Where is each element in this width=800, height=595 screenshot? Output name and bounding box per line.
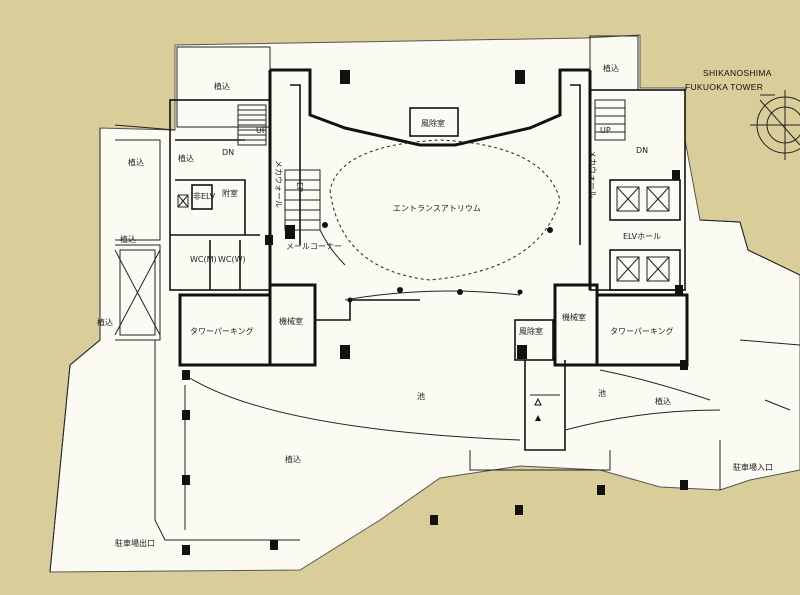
label-pond-right: 池 [598,388,606,398]
label-tower-parking-left: タワーパーキング [190,326,254,336]
pond-curves [184,369,721,530]
label-planting-top-right: 植込 [603,63,619,73]
label-mecha-wall-right: メカウォール [588,150,597,198]
label-tower-parking-right: タワーパーキング [610,326,674,336]
label-emergency-elv: 非ELV [193,191,216,201]
elevators-right [609,179,681,291]
label-atrium: エントランスアトリウム [393,204,481,213]
label-planting-right: 植込 [655,396,671,406]
compass-label-shikanoshima: SHIKANOSHIMA [703,68,772,78]
label-planting-bottom: 植込 [285,454,301,464]
label-mecha-wall-left: メカウォール [274,160,283,208]
label-dn-right: DN [636,146,648,155]
stairs-left [237,104,321,231]
label-windbreak-mid: 風除室 [519,326,543,336]
label-pond-left: 池 [417,391,425,401]
label-windbreak-top: 風除室 [421,118,445,128]
atrium-boundary [319,139,561,301]
label-planting-small: 植込 [178,153,194,163]
label-planting-left-1: 植込 [128,157,144,167]
label-up-left: UP [256,126,267,135]
planting-left-strips [114,139,161,341]
compass-label-fukuoka-tower: FUKUOKA TOWER [685,82,763,92]
compass-rose [750,90,800,160]
label-parking-entrance: 駐車場入口 [733,462,773,472]
label-machine-right: 機械室 [562,312,586,322]
label-wc-w: WC(W) [218,255,246,264]
label-annex: 附室 [222,188,238,198]
label-mail-corner: メールコーナー [286,242,342,251]
columns [182,70,688,555]
label-elv-hall: ELVホール [623,232,661,241]
label-up-right: UP [600,126,611,135]
label-planting-top-left: 植込 [214,81,230,91]
label-dn-left: DN [222,148,234,157]
label-ep: EP [295,182,304,192]
label-planting-left-2: 植込 [120,234,136,244]
label-machine-left: 機械室 [279,316,303,326]
label-wc-m: WC(M) [190,255,217,264]
label-parking-exit: 駐車場出口 [115,538,155,548]
building-walls [169,68,689,471]
site-edge-lines [49,124,800,573]
label-planting-left-3: 植込 [97,317,113,327]
entrance-markers [534,397,542,421]
